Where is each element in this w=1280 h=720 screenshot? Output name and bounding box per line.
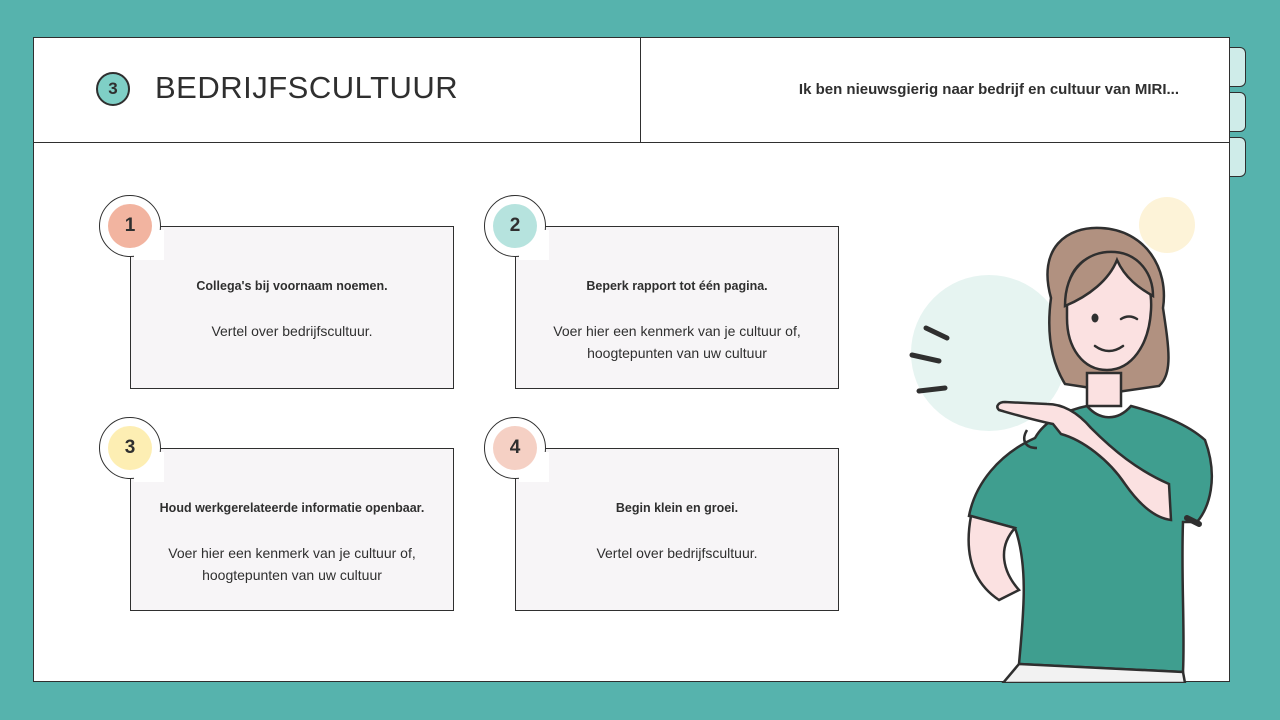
section-number: 3 [108, 79, 118, 98]
card-number-1: 1 [108, 204, 152, 248]
excitement-mark [916, 385, 948, 394]
card-number-4: 4 [493, 426, 537, 470]
woman-pointing-icon [909, 197, 1213, 683]
card-title: Beperk rapport tot één pagina. [586, 279, 768, 293]
section-number-badge: 3 [96, 72, 130, 106]
card-number-ring-4: 4 [484, 417, 549, 482]
excitement-mark [909, 352, 942, 364]
card-title: Collega's bij voornaam noemen. [196, 279, 388, 293]
culture-card-2: Beperk rapport tot één pagina. Voer hier… [515, 226, 839, 389]
page-title: BEDRIJFSCULTUUR [155, 70, 459, 105]
header-divider-horizontal [34, 142, 1229, 143]
culture-card-3: Houd werkgerelateerde informatie openbaa… [130, 448, 454, 611]
card-number-ring-2: 2 [484, 195, 549, 260]
slide: 3 BEDRIJFSCULTUUR Ik ben nieuwsgierig na… [33, 37, 1230, 683]
card-title: Begin klein en groei. [615, 501, 739, 515]
mint-circle-decor [911, 275, 1067, 431]
card-body: Vertel over bedrijfscultuur. [211, 323, 373, 339]
card-number-3: 3 [108, 426, 152, 470]
card-number-ring-1: 1 [99, 195, 164, 260]
card-number-ring-3: 3 [99, 417, 164, 482]
header-note: Ik ben nieuwsgierig naar bedrijf en cult… [798, 81, 1179, 98]
card-body: Vertel over bedrijfscultuur. [596, 545, 758, 561]
card-body: Voer hier een kenmerk van je cultuur of,… [553, 323, 801, 361]
culture-card-1: Collega's bij voornaam noemen. Vertel ov… [130, 226, 454, 389]
card-number-2: 2 [493, 204, 537, 248]
excitement-mark [923, 325, 950, 341]
header-divider-vertical [640, 38, 641, 143]
culture-card-4: Begin klein en groei. Vertel over bedrij… [515, 448, 839, 611]
side-tab-2[interactable] [1228, 92, 1246, 132]
side-tab-1[interactable] [1228, 47, 1246, 87]
card-title: Houd werkgerelateerde informatie openbaa… [159, 501, 425, 515]
card-body: Voer hier een kenmerk van je cultuur of,… [168, 545, 416, 583]
side-tab-3[interactable] [1228, 137, 1246, 177]
yellow-circle-decor [1139, 197, 1195, 253]
